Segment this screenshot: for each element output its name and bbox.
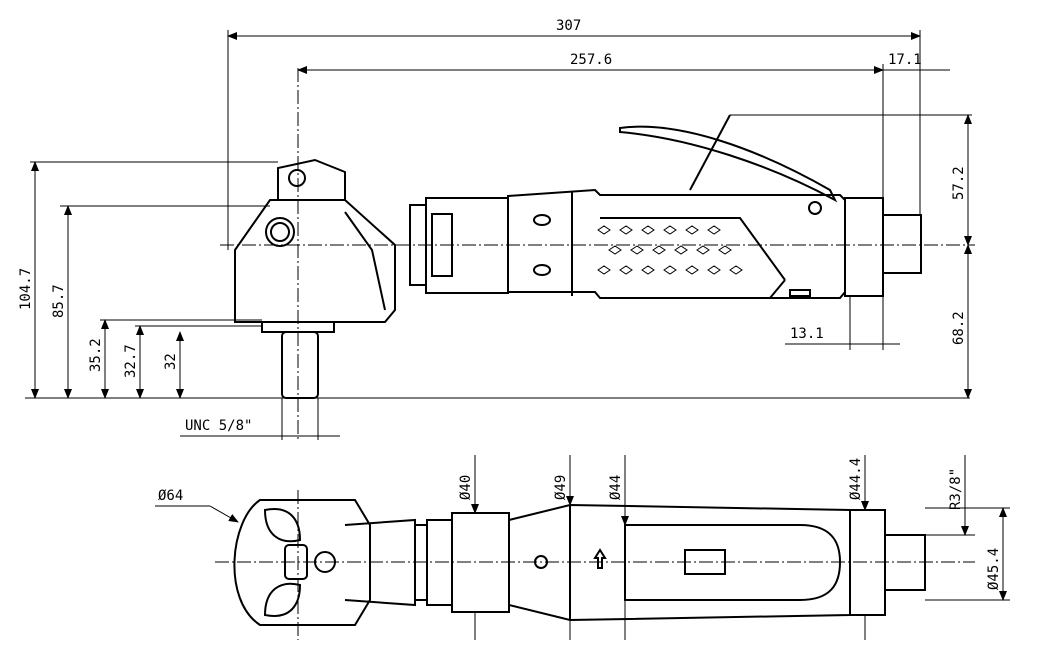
dim-dia-49: Ø49 — [553, 475, 569, 500]
dim-dia-44-4: Ø44.4 — [848, 458, 864, 500]
top-view: Ø64 Ø40 Ø49 Ø44 Ø44.4 R3/8" Ø45.4 — [155, 455, 1010, 640]
dim-bottom-height: 68.2 — [951, 311, 967, 345]
side-view: 307 257.6 17.1 104.7 85.7 35.2 32.7 32 U… — [18, 18, 975, 440]
dim-exhaust-width: 13.1 — [790, 326, 824, 342]
rotation-arrow-icon — [593, 548, 607, 569]
dim-spindle-a: 35.2 — [88, 338, 104, 372]
top-vent-hole — [534, 555, 548, 569]
dim-rear-offset: 17.1 — [888, 52, 922, 68]
inlet-fitting — [882, 214, 922, 274]
throttle-lever — [619, 125, 838, 203]
vent-hole-1 — [533, 214, 551, 226]
head-screw — [288, 169, 306, 187]
dim-total-height: 104.7 — [18, 268, 34, 310]
side-port-outer — [265, 217, 295, 247]
grip-contour-top — [600, 217, 786, 281]
head-top-boss — [284, 544, 308, 580]
vent-hole-2 — [533, 264, 551, 276]
head-wing-top — [263, 508, 302, 543]
motor-housing — [507, 188, 846, 299]
dim-dia-40: Ø40 — [458, 475, 474, 500]
head-contour — [344, 211, 386, 311]
dim-body-length: 257.6 — [570, 52, 612, 68]
dim-dia-44: Ø44 — [608, 475, 624, 500]
head-top-screw — [314, 551, 336, 573]
dim-thread: UNC 5/8" — [185, 418, 252, 434]
head-cap — [277, 158, 346, 200]
dim-lever-height: 57.2 — [951, 166, 967, 200]
head-top-outline — [233, 499, 371, 626]
exhaust-slot — [789, 289, 811, 297]
dim-inlet-dia: Ø45.4 — [986, 548, 1002, 590]
grip-pattern — [597, 225, 743, 275]
dim-head-height: 85.7 — [51, 284, 67, 318]
angle-head-housing — [234, 199, 396, 323]
side-port-inner — [270, 222, 290, 242]
dim-spindle-b: 32.7 — [123, 344, 139, 378]
dim-head-dia: Ø64 — [158, 488, 183, 504]
dim-leader-head-dia — [209, 505, 239, 523]
grip-contour-bottom — [600, 279, 786, 299]
top-lever-tab — [684, 549, 726, 575]
nut-flat — [431, 213, 453, 277]
dim-overall-length: 307 — [556, 18, 581, 34]
top-inlet-fitting — [884, 534, 926, 591]
inlet-cap — [844, 197, 884, 297]
top-grip-inset — [624, 524, 842, 601]
dim-spindle-c: 32 — [163, 353, 179, 370]
head-wing-bottom — [263, 582, 302, 617]
lever-pivot — [808, 201, 822, 215]
spindle — [281, 331, 319, 399]
dim-inlet-thread: R3/8" — [948, 468, 964, 510]
lever-lock — [689, 114, 731, 191]
